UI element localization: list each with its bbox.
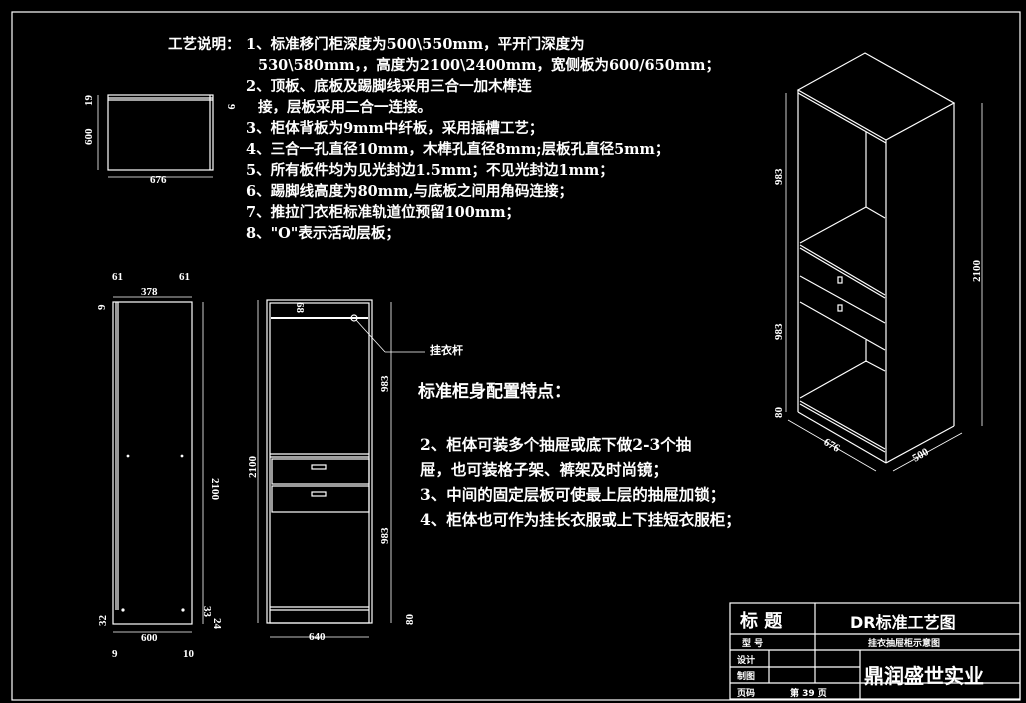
notes-list: 1、标准移门柜深度为500\550mm，平开门深度为 530\580mm，，高度… xyxy=(246,34,720,244)
dim-label: 32 xyxy=(97,615,109,627)
dim-label: 33 xyxy=(201,606,213,618)
dim-label: 9 xyxy=(225,104,237,110)
dim-label: 61 xyxy=(112,271,123,283)
dim-label: 640 xyxy=(309,631,326,643)
features-list: 2、柜体可装多个抽屉或底下做2-3个抽 屉，也可装格子架、裤架及时尚镜； 3、中… xyxy=(420,432,741,532)
front-view: 68 983 983 2100 80 640 xyxy=(247,299,425,643)
note-line: 3、柜体背板为9mm中纤板，采用插槽工艺； xyxy=(246,120,544,137)
note-line: 接，层板采用二合一连接。 xyxy=(258,99,432,116)
note-line: 5、所有板件均为见光封边1.5mm；不见光封边1mm； xyxy=(246,162,614,179)
page-label: 页码 xyxy=(737,689,756,699)
title-label: 标 题 xyxy=(740,611,783,632)
dim-label: 80 xyxy=(404,614,416,626)
side-view: 61 61 378 9 2100 32 33 24 600 9 10 xyxy=(96,271,223,660)
title-block-lines xyxy=(729,602,1021,700)
dim-label: 19 xyxy=(83,95,95,107)
title-value: DR标准工艺图 xyxy=(850,613,956,632)
draw-label: 制图 xyxy=(737,672,756,682)
note-line: 7、推拉门衣柜标准轨道位预留100mm； xyxy=(246,204,521,221)
dim-label: 80 xyxy=(773,407,785,419)
dim-label: 68 xyxy=(294,302,306,314)
feature-line: 2、柜体可装多个抽屉或底下做2-3个抽 xyxy=(420,435,692,454)
model-value: 挂衣抽屉柜示意图 xyxy=(868,639,941,649)
dim-label: 378 xyxy=(141,286,158,298)
dim-label: 983 xyxy=(773,168,785,185)
notes-heading: 工艺说明： xyxy=(168,36,241,53)
dim-label: 983 xyxy=(773,323,785,340)
iso-view: 983 983 80 2100 676 500 xyxy=(773,52,983,472)
note-line: 2、顶板、底板及踢脚线采用三合一加木榫连 xyxy=(246,78,532,95)
page-value: 第 39 页 xyxy=(790,689,827,699)
dim-label: 9 xyxy=(112,648,118,660)
note-line: 6、踢脚线高度为80mm,与底板之间用角码连接； xyxy=(246,183,573,200)
dim-label: 983 xyxy=(379,375,391,392)
feature-line: 3、中间的固定层板可使最上层的抽屉加锁； xyxy=(420,485,726,504)
features-title: 标准柜身配置特点： xyxy=(418,382,571,402)
design-label: 设计 xyxy=(737,656,756,666)
note-line: 4、三合一孔直径10mm，木榫孔直径8mm;层板孔直径5mm； xyxy=(246,141,670,158)
dim-label: 600 xyxy=(83,128,95,145)
dim-label: 24 xyxy=(211,618,223,630)
note-line: 530\580mm，，高度为2100\2400mm，宽侧板为600/650mm； xyxy=(258,57,720,74)
dim-label: 9 xyxy=(96,304,108,310)
dim-label: 676 xyxy=(150,174,167,186)
dim-label: 2100 xyxy=(209,478,221,501)
dim-label: 2100 xyxy=(247,456,259,479)
company-name: 鼎润盛世实业 xyxy=(864,664,984,688)
dim-label: 983 xyxy=(379,527,391,544)
dim-label: 600 xyxy=(141,632,158,644)
dim-label: 61 xyxy=(179,271,190,283)
feature-line: 4、柜体也可作为挂长衣服或上下挂短衣服柜； xyxy=(420,510,741,529)
dim-label: 2100 xyxy=(971,260,983,283)
model-label: 型 号 xyxy=(742,639,764,649)
plan-view: 19 600 9 676 xyxy=(83,94,237,186)
feature-line: 屉，也可装格子架、裤架及时尚镜； xyxy=(420,460,669,479)
dim-label: 676 xyxy=(822,436,843,455)
note-line: 1、标准移门柜深度为500\550mm，平开门深度为 xyxy=(246,36,585,53)
note-line: 8、"O"表示活动层板； xyxy=(246,225,400,242)
rod-label: 挂衣杆 xyxy=(430,344,463,357)
dim-label: 10 xyxy=(183,648,195,660)
drawing-frame xyxy=(11,11,1021,701)
